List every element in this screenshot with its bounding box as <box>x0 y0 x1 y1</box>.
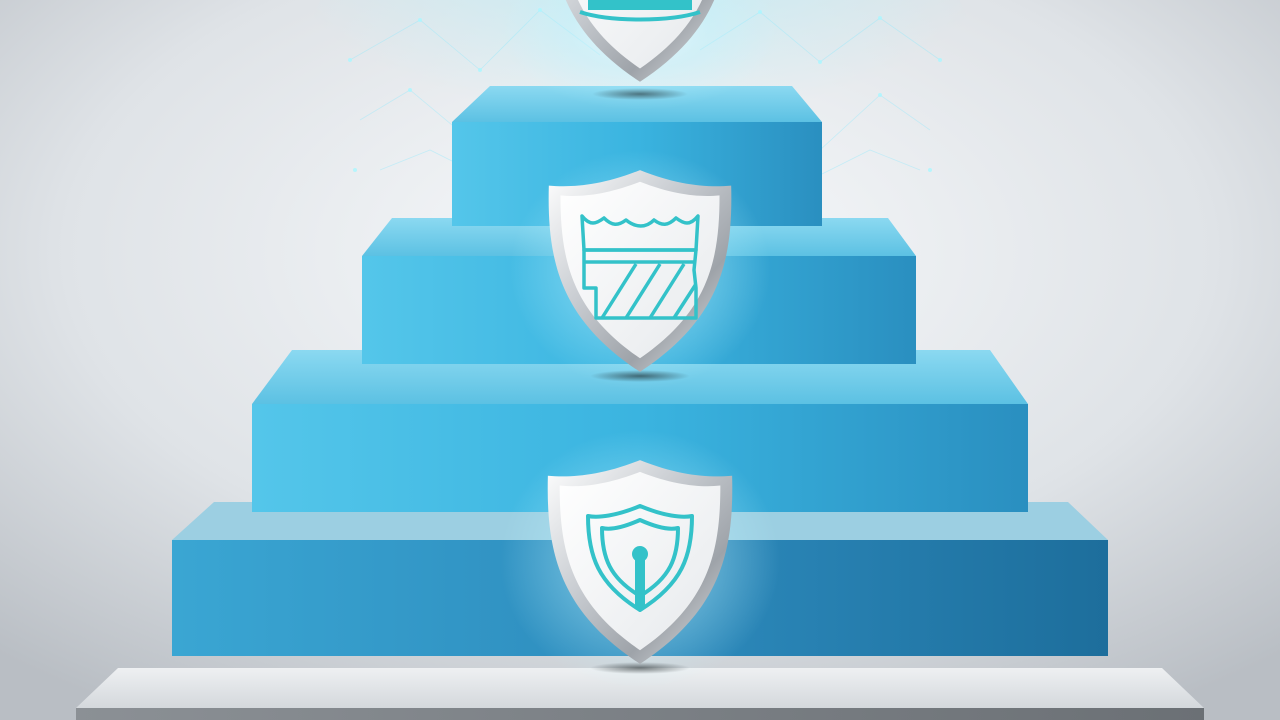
base-platform <box>76 668 1204 720</box>
shield-bottom <box>500 430 780 690</box>
shield-top <box>500 0 780 110</box>
firewall-icon <box>580 214 700 320</box>
shield-lock-icon <box>586 504 694 612</box>
shield-middle <box>510 150 770 390</box>
shield-emblem-icon <box>579 0 701 22</box>
